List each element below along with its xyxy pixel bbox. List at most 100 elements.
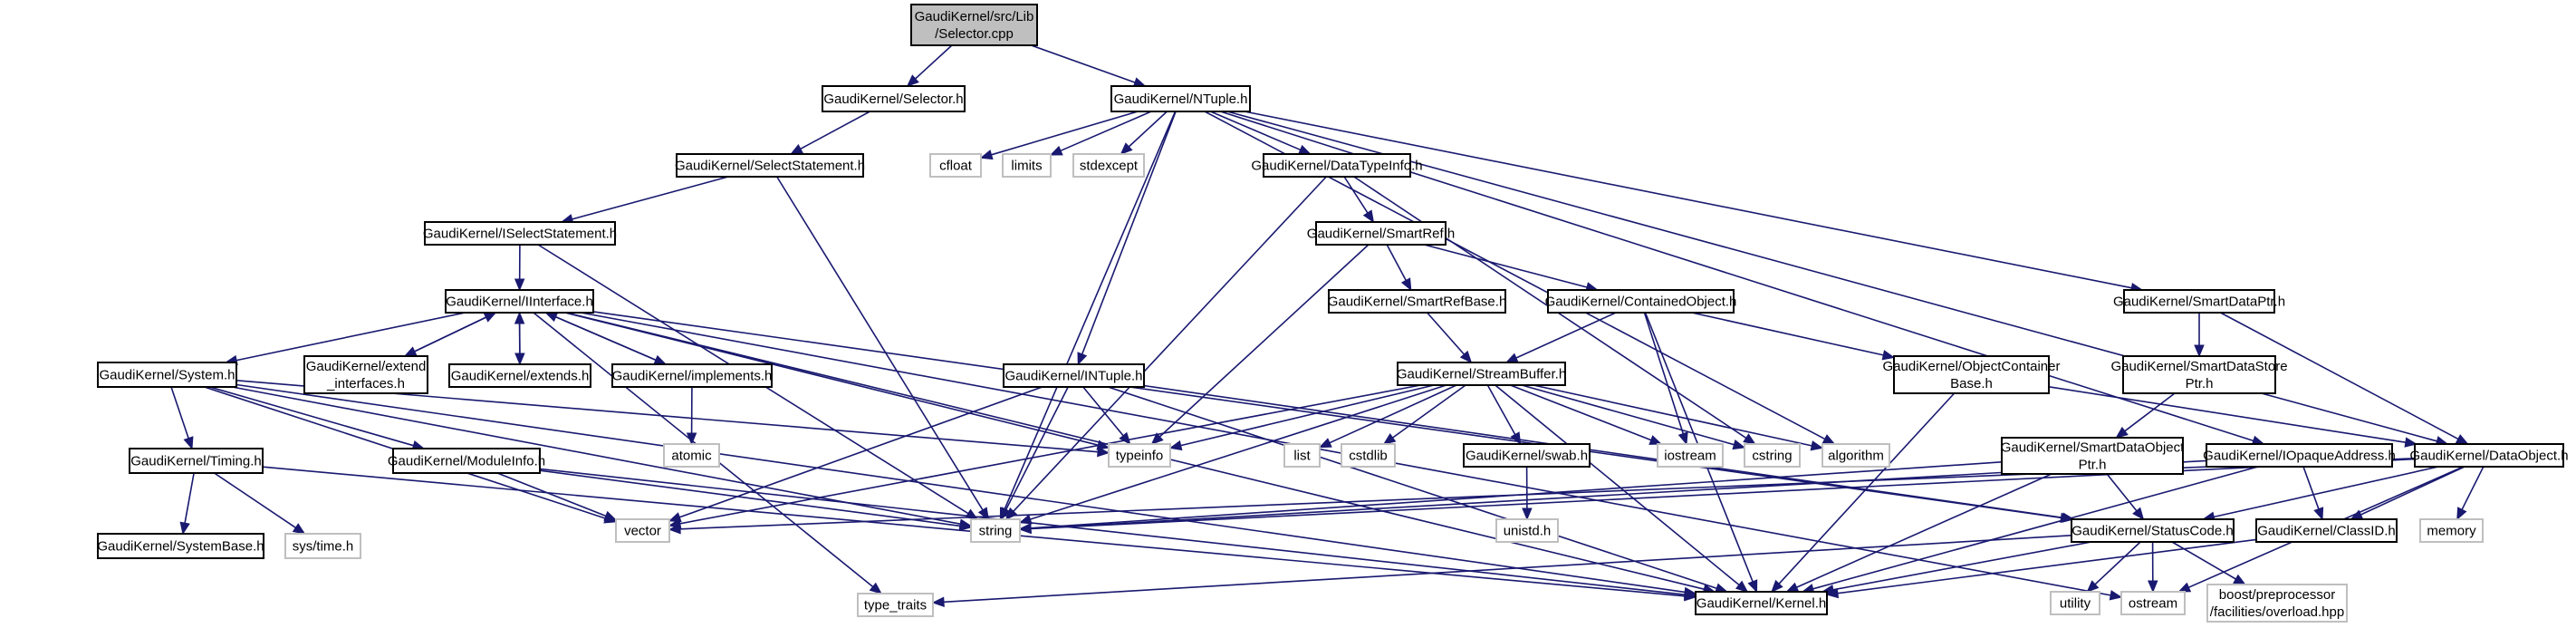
edge-ntuple_h-to-datatypeinfo_h — [1210, 111, 1312, 155]
edge-moduleinfo_h-to-string — [539, 469, 973, 531]
node-box — [2001, 437, 2184, 475]
node-intuple-h[interactable]: GaudiKernel/INTuple.h — [1003, 363, 1145, 388]
edge-line — [1244, 111, 2132, 289]
node-box — [1110, 85, 1251, 112]
node-cstring: cstring — [1744, 443, 1801, 468]
edge-line — [1778, 392, 1956, 585]
node-label: sys/time.h — [293, 539, 354, 555]
node-label: Base.h — [1950, 376, 1993, 391]
edge-ntuple_h-to-cfloat — [979, 111, 1139, 160]
node-statuscode-h[interactable]: GaudiKernel/StatusCode.h — [2071, 518, 2235, 543]
edge-line — [1515, 312, 1617, 359]
node-dataobject-h[interactable]: GaudiKernel/DataObject.h — [2409, 443, 2569, 468]
edge-line — [555, 315, 667, 365]
node-streambuffer-h[interactable]: GaudiKernel/StreamBuffer.h — [1397, 362, 1566, 386]
node-ntuple-h[interactable]: GaudiKernel/NTuple.h — [1110, 85, 1251, 112]
arrowhead-icon — [1362, 209, 1375, 224]
edge-line — [991, 111, 1139, 156]
node-label: GaudiKernel/implements.h — [612, 369, 773, 384]
node-extend-interfaces-h[interactable]: GaudiKernel/extend_interfaces.h — [303, 355, 428, 394]
node-root[interactable]: GaudiKernel/src/Lib/Selector.cpp — [910, 4, 1038, 46]
node-box — [2122, 355, 2276, 394]
arrowhead-icon — [2455, 434, 2469, 445]
edge-line — [539, 468, 1686, 595]
node-classid-h[interactable]: GaudiKernel/ClassID.h — [2255, 518, 2398, 543]
node-iinterface-h[interactable]: GaudiKernel/IInterface.h — [445, 289, 594, 314]
edge-root-to-selector_h — [906, 44, 953, 87]
node-box — [822, 85, 966, 112]
node-smartref-h[interactable]: GaudiKernel/SmartRef.h — [1307, 221, 1455, 246]
node-unistd-h: unistd.h — [1495, 518, 1559, 543]
edge-line — [1143, 384, 2063, 519]
node-label: Ptr.h — [2186, 376, 2214, 391]
edge-intuple_h-to-kernel_h — [1108, 386, 1728, 594]
arrowhead-icon — [1785, 582, 1800, 593]
edge-line — [679, 386, 1043, 518]
node-box — [2206, 584, 2348, 623]
edge-line — [2214, 466, 2439, 518]
edge-line — [496, 472, 607, 517]
edge-smartref_h-to-smartrefbase_h — [1386, 244, 1412, 292]
node-iopaqueaddress-h[interactable]: GaudiKernel/IOpaqueAddress.h — [2203, 443, 2396, 468]
node-selector-h[interactable]: GaudiKernel/Selector.h — [822, 85, 966, 112]
node-systembase-h[interactable]: GaudiKernel/SystemBase.h — [97, 533, 264, 559]
arrowhead-icon — [1732, 440, 1746, 450]
node-swab-h[interactable]: GaudiKernel/swab.h — [1463, 443, 1591, 468]
node-box — [303, 355, 428, 394]
arrowhead-icon — [1318, 438, 1332, 449]
node-smartrefbase-h[interactable]: GaudiKernel/SmartRefBase.h — [1328, 289, 1507, 314]
node-smartdataptr-h[interactable]: GaudiKernel/SmartDataPtr.h — [2113, 289, 2285, 314]
node-limits: limits — [1002, 153, 1052, 178]
edge-line — [539, 469, 961, 527]
arrowhead-icon — [2115, 426, 2129, 439]
arrowhead-icon — [1683, 589, 1697, 600]
edge-line — [1495, 384, 1740, 586]
arrowhead-icon — [1771, 579, 1783, 593]
node-extends-h[interactable]: GaudiKernel/extends.h — [448, 363, 591, 388]
node-label: GaudiKernel/ObjectContainer — [1883, 359, 2061, 374]
arrowhead-icon — [869, 582, 883, 594]
node-datatypeinfo-h[interactable]: GaudiKernel/DataTypeInfo.h — [1251, 153, 1423, 178]
arrowhead-icon — [1120, 142, 1133, 155]
edge-dataobject_h-to-memory — [2456, 466, 2485, 521]
node-label: cstring — [1752, 449, 1792, 464]
node-box — [2120, 591, 2186, 615]
edge-system_h-to-kernel_h — [235, 383, 1697, 598]
node-timing-h[interactable]: GaudiKernel/Timing.h — [129, 448, 264, 474]
node-utility: utility — [2050, 591, 2100, 615]
arrowhead-icon — [2456, 507, 2467, 521]
node-box — [97, 362, 237, 388]
node-label: GaudiKernel/StatusCode.h — [2071, 524, 2233, 539]
edge-line — [1108, 386, 1717, 589]
node-containedobject-h[interactable]: GaudiKernel/ContainedObject.h — [1545, 289, 1737, 314]
node-moduleinfo-h[interactable]: GaudiKernel/ModuleInfo.h — [388, 448, 545, 474]
node-implements-h[interactable]: GaudiKernel/implements.h — [611, 363, 773, 388]
node-box — [1547, 289, 1735, 314]
arrowhead-icon — [1097, 446, 1110, 458]
edge-line — [943, 535, 2072, 604]
arrowhead-icon — [544, 312, 559, 323]
node-label: GaudiKernel/Selector.h — [823, 92, 963, 107]
edge-line — [2360, 466, 2465, 516]
node-label: GaudiKernel/INTuple.h — [1004, 369, 1142, 384]
edge-timing_h-to-systembase_h — [179, 472, 195, 536]
arrowhead-icon — [1400, 277, 1412, 292]
node-iselectstatement-h[interactable]: GaudiKernel/ISelectStatement.h — [423, 221, 617, 246]
edge-line — [1329, 384, 1457, 444]
node-selectstatement-h[interactable]: GaudiKernel/SelectStatement.h — [675, 153, 865, 178]
edge-streambuffer_h-to-kernel_h — [1495, 384, 1749, 593]
node-system-h[interactable]: GaudiKernel/System.h — [97, 362, 237, 388]
node-box — [1397, 362, 1566, 386]
node-label: limits — [1011, 159, 1042, 174]
node-label: GaudiKernel/SmartDataObject — [2001, 440, 2185, 456]
node-box — [611, 363, 773, 388]
node-label: cstdlib — [1349, 449, 1388, 464]
arrowhead-icon — [668, 512, 682, 523]
node-kernel-h[interactable]: GaudiKernel/Kernel.h — [1695, 591, 1828, 615]
edge-smartdatastoreptr_h-to-smartdataobjectptr_h — [2115, 392, 2176, 439]
edge-line — [1424, 244, 1588, 288]
edge-line — [184, 472, 195, 524]
